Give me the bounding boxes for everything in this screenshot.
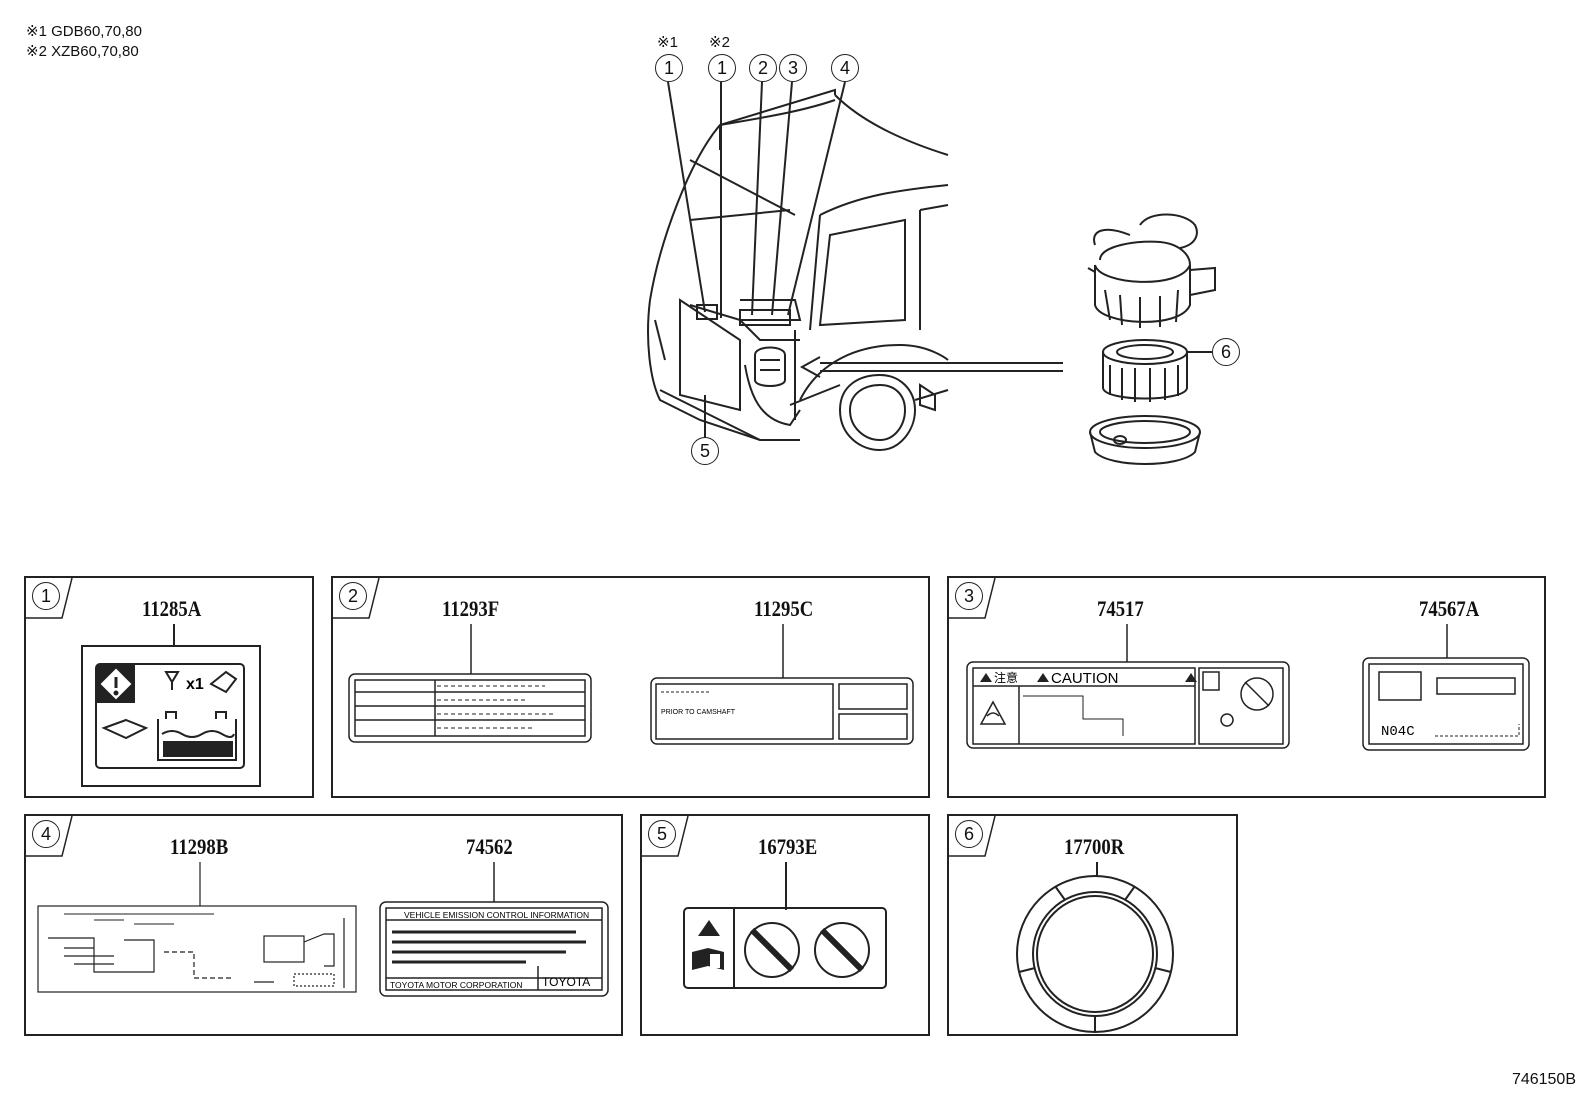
diagram-code: 746150B — [1511, 1071, 1576, 1088]
panel-tab — [26, 577, 73, 619]
panel-number: 6 — [955, 820, 983, 848]
panel-tab — [333, 577, 380, 619]
part-number-11298B[interactable]: 11298B — [170, 834, 229, 859]
note-mark: ※2 — [26, 43, 47, 60]
panel-tab — [949, 815, 996, 857]
panel-1: 1 11285A x1 — [24, 576, 314, 798]
panel-number: 5 — [648, 820, 676, 848]
label-11298B — [37, 862, 357, 993]
panel-4: 4 11298B 74562 VEHICLE EMISSION CONTR — [24, 814, 623, 1036]
callout-5[interactable]: 5 — [691, 437, 719, 465]
model-mark-1: ※1 — [657, 34, 678, 51]
callout-1-gdb[interactable]: 1 — [655, 54, 683, 82]
callout-1-xzb[interactable]: 1 — [708, 54, 736, 82]
note-text: XZB60,70,80 — [51, 43, 139, 60]
model-note-2: ※2 XZB60,70,80 — [26, 42, 139, 61]
label-11285A: x1 — [81, 624, 261, 787]
label-16793E — [683, 862, 887, 989]
callout-2[interactable]: 2 — [749, 54, 777, 82]
n04c-text: N04C — [1381, 724, 1415, 740]
label-11295C: PRIOR TO CAMSHAFT — [650, 624, 914, 745]
part-number-11285A[interactable]: 11285A — [142, 596, 202, 621]
panel-tab — [642, 815, 689, 857]
camshaft-text: PRIOR TO CAMSHAFT — [661, 709, 736, 716]
label-11293F — [348, 624, 592, 743]
part-number-16793E[interactable]: 16793E — [758, 834, 818, 859]
part-number-11295C[interactable]: 11295C — [754, 596, 814, 621]
panel-3: 3 74517 74567A 注意 CAUTION — [947, 576, 1546, 798]
panel-6: 6 17700R — [947, 814, 1238, 1036]
panel-5: 5 16793E — [640, 814, 930, 1036]
part-number-74562[interactable]: 74562 — [466, 834, 513, 859]
x1-text: x1 — [186, 676, 204, 693]
panel-number: 2 — [339, 582, 367, 610]
label-74562: VEHICLE EMISSION CONTROL INFORMATION TOY… — [379, 862, 609, 997]
filter-element-17700R — [1016, 862, 1174, 1033]
panel-tab — [26, 815, 73, 857]
part-number-74517[interactable]: 74517 — [1097, 596, 1144, 621]
part-number-11293F[interactable]: 11293F — [442, 596, 500, 621]
panel-number: 4 — [32, 820, 60, 848]
callout-3[interactable]: 3 — [779, 54, 807, 82]
part-number-17700R[interactable]: 17700R — [1064, 834, 1125, 859]
model-mark-2: ※2 — [709, 34, 730, 51]
callout-6[interactable]: 6 — [1212, 338, 1240, 366]
note-mark: ※1 — [26, 23, 47, 40]
caution-jp-text: 注意 — [994, 670, 1018, 685]
panel-2: 11293F 11295C 2 PRIOR TO CAMSHAFT — [331, 576, 930, 798]
tmc-text: TOYOTA MOTOR CORPORATION — [390, 980, 523, 990]
panel-number: 3 — [955, 582, 983, 610]
toyota-text: TOYOTA — [542, 975, 590, 989]
caution-text: CAUTION — [1051, 670, 1119, 687]
panel-tab — [949, 577, 996, 619]
model-note-1: ※1 GDB60,70,80 — [26, 22, 142, 41]
label-74517: 注意 CAUTION — [966, 624, 1290, 749]
note-text: GDB60,70,80 — [51, 23, 142, 40]
panel-number: 1 — [32, 582, 60, 610]
emission-title-text: VEHICLE EMISSION CONTROL INFORMATION — [404, 910, 589, 920]
part-number-74567A[interactable]: 74567A — [1419, 596, 1480, 621]
label-74567A: N04C — [1362, 624, 1530, 751]
callout-4[interactable]: 4 — [831, 54, 859, 82]
